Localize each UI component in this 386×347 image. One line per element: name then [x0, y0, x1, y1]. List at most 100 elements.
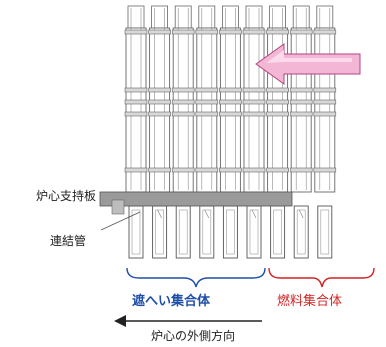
- fuel-assembly: [313, 5, 337, 259]
- support-plate-stub: [111, 199, 125, 215]
- assembly-spacer-pad: [171, 87, 195, 93]
- assembly-nozzle-inner: [320, 209, 330, 255]
- assembly-handling-head: [316, 5, 334, 29]
- fuel-assembly: [266, 5, 289, 259]
- fuel-brace: [268, 267, 375, 288]
- assembly-handling-head: [127, 5, 145, 29]
- assembly-spacer-pad: [171, 99, 195, 105]
- assembly-nozzle-inner: [131, 209, 141, 255]
- assembly-nozzle-inner: [296, 209, 306, 255]
- assembly-nozzle-inner: [202, 209, 212, 255]
- assembly-wrapper: [219, 27, 241, 193]
- core-support-plate-label: 炉心支持板: [36, 189, 97, 203]
- shield-assembly: [242, 5, 266, 259]
- shield-assembly: [124, 5, 148, 259]
- assembly-spacer-pad: [219, 87, 242, 93]
- assembly-spacer-pad: [266, 99, 289, 105]
- assembly-spacer-pad: [242, 99, 266, 105]
- assembly-spacer-pad: [313, 167, 337, 173]
- assembly-spacer-pad: [148, 111, 171, 117]
- shield-assembly-label: 遮へい集合体: [132, 294, 211, 309]
- assembly-spacer-pad: [124, 87, 148, 93]
- assembly-spacer-pad: [148, 167, 171, 173]
- core-support-plate: [99, 191, 293, 207]
- fuel-assembly: [289, 5, 313, 259]
- shield-assembly: [195, 5, 219, 259]
- assembly-spacer-pad: [313, 99, 337, 105]
- assembly-handling-head: [151, 5, 169, 29]
- assembly-spacer-pad: [242, 87, 266, 93]
- assembly-wrapper: [243, 27, 265, 193]
- assembly-spacer-pad: [266, 87, 289, 93]
- assembly-spacer-pad: [195, 167, 219, 173]
- assembly-wrapper: [196, 27, 218, 193]
- assembly-handling-head: [245, 5, 263, 29]
- assembly-marking: [204, 209, 210, 219]
- assembly-spacer-pad: [148, 99, 171, 105]
- assembly-spacer-pad: [171, 167, 195, 173]
- assembly-spacer-pad: [289, 87, 313, 93]
- assembly-spacer-pad: [148, 87, 171, 93]
- assembly-marking: [251, 209, 257, 219]
- assembly-spacer-pad: [242, 167, 266, 173]
- assembly-spacer-pad: [124, 167, 148, 173]
- assembly-spacer-pad: [313, 29, 337, 35]
- assembly-spacer-pad: [242, 111, 266, 117]
- assembly-spacer-pad: [289, 29, 313, 35]
- assembly-spacer-pad: [124, 29, 148, 35]
- assembly-entrance-nozzle: [222, 205, 238, 259]
- assembly-spacer-pad: [171, 29, 195, 35]
- shield-brace: [126, 267, 266, 288]
- shield-assembly: [171, 5, 195, 259]
- assembly-spacer-pad: [124, 111, 148, 117]
- connecting-tube-leader: [100, 211, 141, 231]
- assembly-spacer-pad: [289, 111, 313, 117]
- assembly-handling-head: [198, 5, 216, 29]
- assembly-handling-head: [174, 5, 192, 29]
- assembly-spacer-pad: [313, 87, 337, 93]
- assembly-wrapper: [314, 27, 336, 193]
- direction-arrow-head: [114, 315, 126, 327]
- assembly-wrapper: [290, 27, 312, 193]
- assembly-spacer-pad: [219, 29, 242, 35]
- assembly-wrapper: [149, 27, 171, 193]
- assembly-entrance-nozzle: [317, 205, 333, 259]
- inward-arrow-highlight: [266, 50, 352, 63]
- assembly-spacer-pad: [219, 99, 242, 105]
- connecting-tube-label: 連結管: [50, 234, 87, 248]
- assembly-spacer-pad: [242, 29, 266, 35]
- assembly-spacer-pad: [219, 167, 242, 173]
- assembly-entrance-nozzle: [175, 205, 191, 259]
- assembly-marking: [298, 209, 304, 219]
- shield-assembly: [219, 5, 242, 259]
- assembly-spacer-pad: [171, 111, 195, 117]
- assembly-spacer-pad: [148, 29, 171, 35]
- assembly-spacer-pad: [124, 99, 148, 105]
- assembly-array: [124, 5, 337, 259]
- assembly-spacer-pad: [195, 111, 219, 117]
- assembly-spacer-pad: [289, 99, 313, 105]
- assembly-spacer-pad: [195, 87, 219, 93]
- assembly-spacer-pad: [266, 111, 289, 117]
- assembly-handling-head: [292, 5, 310, 29]
- assembly-wrapper: [172, 27, 194, 193]
- assembly-handling-head: [269, 5, 287, 29]
- assembly-marking: [157, 209, 162, 219]
- assembly-nozzle-inner: [273, 209, 282, 255]
- assembly-nozzle-inner: [226, 209, 235, 255]
- outward-direction-label: 炉心の外側方向: [151, 329, 236, 343]
- assembly-spacer-pad: [266, 167, 289, 173]
- fuel-assembly-label: 燃料集合体: [277, 294, 343, 309]
- assembly-spacer-pad: [219, 111, 242, 117]
- assembly-nozzle-inner: [155, 209, 164, 255]
- assembly-spacer-pad: [289, 167, 313, 173]
- assembly-spacer-pad: [313, 111, 337, 117]
- assembly-spacer-pad: [266, 29, 289, 35]
- assembly-handling-head: [221, 5, 239, 29]
- shield-assembly: [148, 5, 171, 259]
- assembly-spacer-pad: [195, 29, 219, 35]
- assembly-entrance-nozzle: [293, 205, 309, 259]
- assembly-wrapper: [125, 27, 147, 193]
- assembly-nozzle-inner: [249, 209, 259, 255]
